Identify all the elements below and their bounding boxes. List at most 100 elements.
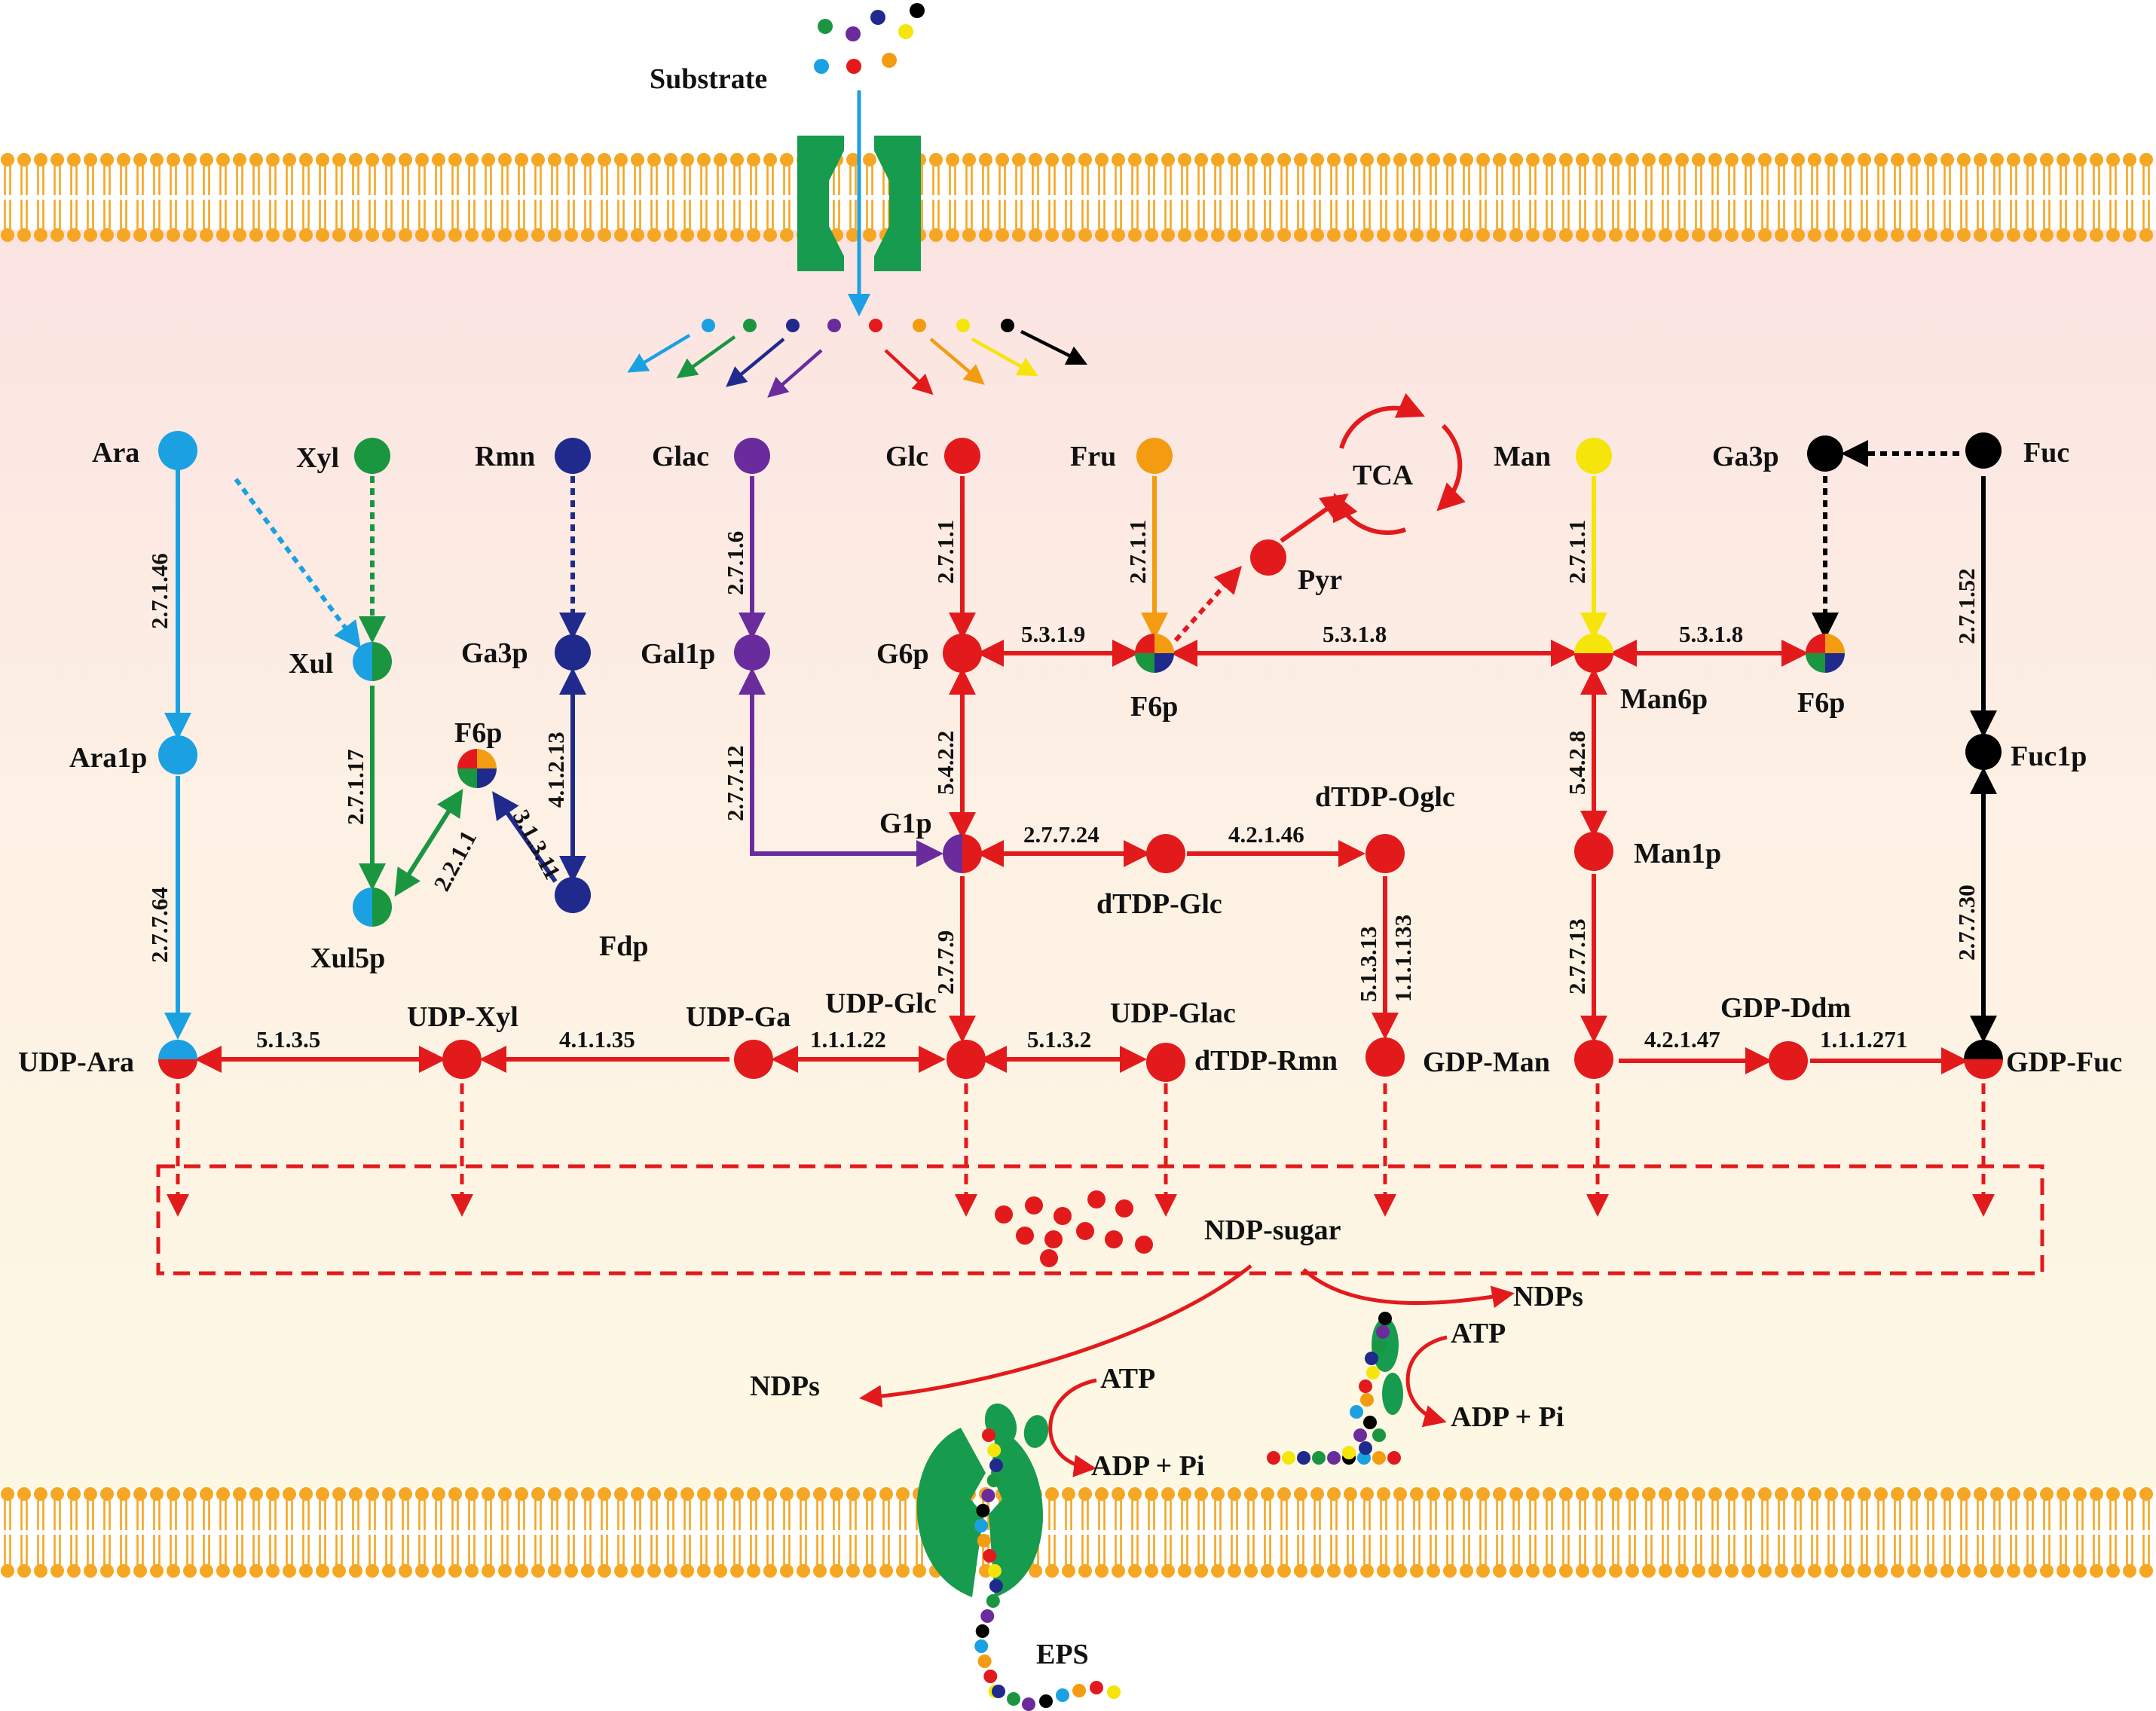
node-ara bbox=[158, 431, 197, 470]
ec-label: 2.7.7.30 bbox=[1953, 885, 1980, 961]
ec-label: 2.7.1.52 bbox=[1953, 568, 1980, 644]
node-fdp bbox=[555, 877, 591, 913]
ec-label: 2.7.7.64 bbox=[146, 887, 173, 963]
ec-label: 5.1.3.13 bbox=[1355, 926, 1381, 1002]
label-f6p-right: F6p bbox=[1797, 687, 1845, 719]
ec-label: 1.1.1.133 bbox=[1390, 915, 1416, 1002]
ndps-label-right: NDPs bbox=[1513, 1281, 1583, 1312]
label-rmn: Rmn bbox=[475, 441, 535, 472]
label-man: Man bbox=[1494, 441, 1551, 472]
label-ara1p: Ara1p bbox=[69, 742, 147, 774]
label-udp-glac: UDP-Glac bbox=[1110, 998, 1236, 1029]
label-pyr: Pyr bbox=[1298, 564, 1342, 596]
ec-label: 2.7.7.9 bbox=[932, 930, 959, 995]
label-udp-ara: UDP-Ara bbox=[18, 1046, 134, 1078]
ec-label: 2.7.1.1 bbox=[1564, 520, 1590, 584]
label-dtdp-rmn: dTDP-Rmn bbox=[1194, 1045, 1338, 1077]
ec-label: 2.7.1.17 bbox=[342, 749, 369, 825]
node-fuc bbox=[1965, 432, 2002, 469]
arrow-atp-to-adp-right bbox=[1405, 1335, 1448, 1428]
adp-pi-label-left: ADP + Pi bbox=[1091, 1450, 1204, 1482]
node-fuc1p bbox=[1965, 734, 2002, 770]
label-gdp-fuc: GDP-Fuc bbox=[2006, 1046, 2122, 1078]
label-glac: Glac bbox=[652, 441, 709, 472]
ec-label: 1.1.1.271 bbox=[1820, 1026, 1907, 1053]
node-xul5p bbox=[353, 888, 392, 927]
label-man6p: Man6p bbox=[1620, 683, 1708, 715]
label-xul5p: Xul5p bbox=[310, 943, 385, 974]
label-xyl: Xyl bbox=[296, 442, 339, 474]
label-gdp-ddm: GDP-Ddm bbox=[1720, 992, 1851, 1024]
ndp-sugar-label: NDP-sugar bbox=[1204, 1215, 1341, 1246]
atp-label-right: ATP bbox=[1451, 1318, 1506, 1349]
node-udp-ara bbox=[158, 1040, 197, 1079]
ec-label: 4.2.1.47 bbox=[1644, 1026, 1720, 1053]
label-fuc1p: Fuc1p bbox=[2011, 741, 2087, 772]
node-dtdp-glc bbox=[1146, 834, 1185, 873]
node-f6p-left bbox=[457, 749, 497, 788]
node-udp-glc bbox=[946, 1040, 986, 1079]
metabolite-labels: Ara Ara1p UDP-Ara Xyl Xul Xul5p F6p Rmn … bbox=[18, 437, 2122, 1078]
node-glac bbox=[734, 438, 770, 474]
label-xul: Xul bbox=[289, 648, 333, 680]
label-dtdp-oglc: dTDP-Oglc bbox=[1315, 781, 1455, 813]
ec-label: 2.7.1.1 bbox=[932, 520, 959, 584]
node-gdp-ddm bbox=[1769, 1041, 1808, 1080]
ec-label: 5.4.2.8 bbox=[1564, 731, 1590, 795]
label-f6p-left: F6p bbox=[454, 717, 502, 749]
ec-label: 4.1.2.13 bbox=[543, 732, 569, 808]
node-man bbox=[1576, 438, 1612, 474]
ec-label: 4.1.1.35 bbox=[559, 1026, 635, 1053]
label-dtdp-glc: dTDP-Glc bbox=[1096, 888, 1222, 920]
node-man6p bbox=[1574, 634, 1613, 673]
ndp-sugar-pool-inputs bbox=[167, 1083, 1995, 1217]
node-f6p-right bbox=[1806, 634, 1845, 673]
label-gdp-man: GDP-Man bbox=[1423, 1046, 1550, 1078]
node-udp-glac bbox=[1146, 1043, 1185, 1082]
growing-polysaccharide-chain bbox=[1267, 1312, 1401, 1465]
ec-label: 2.7.1.1 bbox=[1124, 520, 1151, 584]
node-xyl bbox=[354, 438, 390, 474]
node-gal1p bbox=[734, 634, 770, 671]
label-glc: Glc bbox=[885, 441, 928, 472]
node-gdp-fuc bbox=[1964, 1040, 2003, 1079]
node-ga3p-right bbox=[1807, 435, 1843, 472]
arrow-ndp-sugar-to-ndps-left bbox=[859, 1264, 1252, 1408]
arrow-gal1p-to-g1p bbox=[739, 668, 943, 867]
node-g1p bbox=[943, 834, 982, 873]
ec-label: 4.2.1.46 bbox=[1228, 821, 1304, 848]
ec-label: 5.3.1.9 bbox=[1021, 621, 1085, 647]
eps-exporter-complex-icon bbox=[916, 1403, 1049, 1597]
node-rmn bbox=[555, 438, 591, 474]
label-f6p-mid: F6p bbox=[1130, 691, 1178, 723]
label-udp-ga: UDP-Ga bbox=[686, 1001, 791, 1033]
ec-label: 5.3.1.8 bbox=[1323, 621, 1387, 647]
arrow-atp-to-adp-left bbox=[1048, 1378, 1097, 1477]
label-fuc: Fuc bbox=[2023, 437, 2069, 469]
ec-label: 1.1.1.22 bbox=[810, 1026, 886, 1053]
substrate-label: Substrate bbox=[650, 63, 767, 95]
node-ara1p bbox=[158, 735, 197, 775]
metabolite-nodes bbox=[158, 431, 2003, 1082]
tca-cycle-arrows bbox=[1332, 393, 1466, 535]
node-g6p bbox=[943, 634, 982, 673]
arrow-ara-to-xul-dotted bbox=[234, 478, 362, 649]
arrow-f6p-to-pyr-dotted bbox=[1173, 566, 1242, 642]
node-man1p bbox=[1574, 832, 1613, 871]
arrow-fdp-to-f6p bbox=[492, 791, 558, 883]
ec-label: 2.7.1.6 bbox=[722, 531, 748, 595]
cell-membrane-top bbox=[1, 153, 2153, 242]
ec-label: 5.4.2.2 bbox=[932, 731, 959, 795]
arrow-pyr-to-tca bbox=[1280, 493, 1349, 543]
label-man1p: Man1p bbox=[1634, 838, 1721, 869]
node-pyr bbox=[1250, 539, 1286, 576]
eps-polymer-chain bbox=[974, 1428, 1121, 1711]
ec-label: 5.3.1.8 bbox=[1679, 621, 1743, 647]
label-fdp: Fdp bbox=[599, 930, 648, 962]
label-gal1p: Gal1p bbox=[641, 638, 715, 670]
label-g1p: G1p bbox=[879, 808, 932, 839]
cytoplasm-background bbox=[0, 230, 2156, 1488]
substrate-distribution-arrows bbox=[627, 319, 1088, 398]
node-dtdp-oglc bbox=[1365, 834, 1405, 873]
